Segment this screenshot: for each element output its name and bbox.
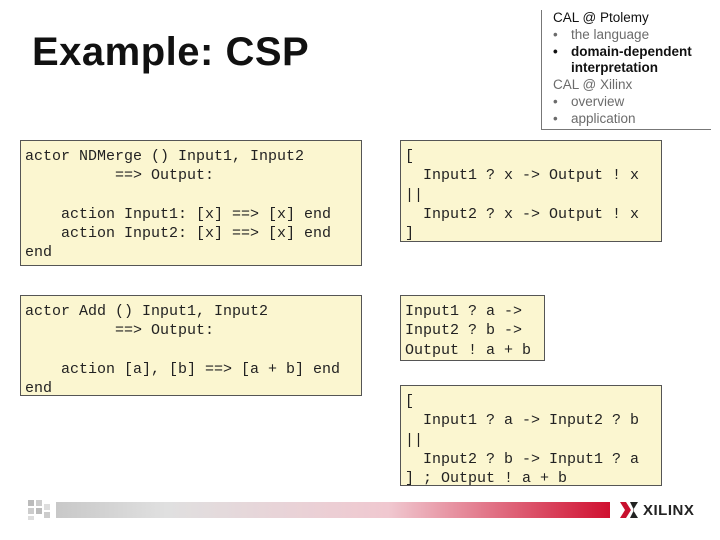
agenda-subitem-label: application — [571, 110, 636, 126]
agenda-subitem: • overview — [553, 94, 711, 111]
code-box-add-actor: actor Add () Input1, Input2 ==> Output: … — [20, 295, 362, 397]
agenda-item-xilinx: CAL @ Xilinx — [553, 77, 633, 93]
agenda-subitem-label: domain-dependent — [571, 43, 692, 59]
code-box-csp-add-sequential: Input1 ? a -> Input2 ? b -> Output ! a +… — [400, 295, 545, 361]
agenda-subitem-current: • domain-dependent — [553, 44, 711, 61]
xilinx-logo: XILINX — [618, 498, 698, 522]
code-box-ndmerge-actor: actor NDMerge () Input1, Input2 ==> Outp… — [20, 140, 362, 266]
agenda-subitem: • the language — [553, 27, 711, 44]
footer-gradient-band — [56, 502, 610, 518]
xilinx-logo-text: XILINX — [643, 501, 695, 519]
agenda-subitem: • application — [553, 111, 711, 128]
agenda-item-ptolemy: CAL @ Ptolemy — [553, 10, 649, 25]
bullet-icon: • — [553, 110, 558, 126]
bullet-icon: • — [553, 43, 558, 59]
code-box-csp-merge: [ Input1 ? x -> Output ! x || Input2 ? x… — [400, 140, 662, 242]
footer-decoration — [0, 498, 610, 522]
agenda-subitem-label: overview — [571, 93, 625, 109]
pattern-icon — [28, 500, 50, 520]
xilinx-logo-icon — [620, 502, 638, 518]
code-box-csp-add-parallel: [ Input1 ? a -> Input2 ? b || Input2 ? b… — [400, 385, 662, 487]
bullet-icon: • — [553, 93, 558, 109]
bullet-icon: • — [553, 26, 558, 42]
slide-title: Example: CSP — [32, 30, 310, 74]
agenda-outline: CAL @ Ptolemy • the language • domain-depe… — [541, 10, 711, 130]
agenda-subitem-label: the language — [571, 26, 650, 42]
agenda-subitem-continuation: interpretation — [571, 60, 659, 76]
